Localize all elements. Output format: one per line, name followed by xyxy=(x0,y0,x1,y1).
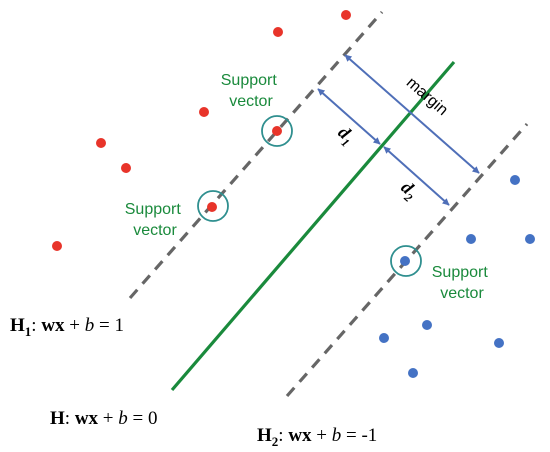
blue-point xyxy=(466,234,476,244)
blue-support-point xyxy=(400,256,410,266)
red-point xyxy=(52,241,62,251)
red-point xyxy=(121,163,131,173)
decision-boundary-h xyxy=(170,60,456,392)
red-support-point xyxy=(272,126,282,136)
support-vector-label-top: Support vector xyxy=(221,72,282,110)
support-vector-ring-left xyxy=(197,190,229,222)
red-point xyxy=(273,27,283,37)
equation-h2: H2: wx + b = -1 xyxy=(257,425,377,449)
support-vector-label-left: Support vector xyxy=(125,201,186,239)
blue-point xyxy=(494,338,504,348)
margin-arrow xyxy=(344,54,480,174)
blue-point xyxy=(422,320,432,330)
d2-label: d 2 xyxy=(397,177,418,205)
blue-point xyxy=(408,368,418,378)
class-blue-points xyxy=(379,175,535,378)
blue-point xyxy=(379,333,389,343)
blue-point xyxy=(510,175,520,185)
d1-label: d 1 xyxy=(334,122,355,150)
margin-line-h1 xyxy=(128,10,384,300)
support-vector-ring-top xyxy=(261,115,293,147)
support-vector-label-right: Support vector xyxy=(432,264,493,302)
d1-arrow xyxy=(317,88,381,145)
class-red-points xyxy=(52,10,351,251)
red-point xyxy=(199,107,209,117)
red-point xyxy=(96,138,106,148)
equation-h1: H1: wx + b = 1 xyxy=(10,315,124,339)
blue-point xyxy=(525,234,535,244)
equation-h: H: wx + b = 0 xyxy=(50,408,157,429)
support-vector-ring-right xyxy=(390,245,422,277)
red-point xyxy=(341,10,351,20)
d2-arrow xyxy=(383,146,450,206)
red-support-point xyxy=(207,202,217,212)
